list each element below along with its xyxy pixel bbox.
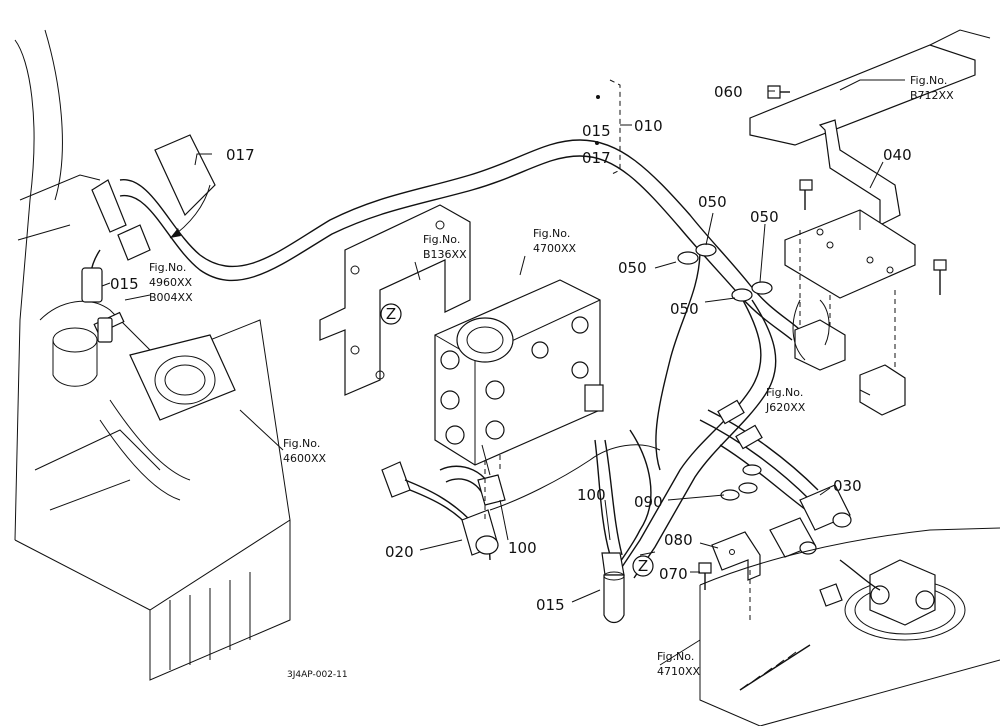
callout-070: 070: [659, 565, 688, 583]
svg-text:4600XX: 4600XX: [283, 452, 327, 465]
callout-050-a: 050: [618, 259, 647, 277]
fuel-tank-unit: [699, 527, 1000, 726]
svg-text:Z: Z: [638, 557, 648, 575]
svg-text:Fig.No.: Fig.No.: [149, 261, 186, 274]
group-label: 010: [634, 117, 663, 135]
callout-090: 090: [634, 493, 663, 511]
callout-060: 060: [714, 83, 743, 101]
svg-text:4700XX: 4700XX: [533, 242, 577, 255]
callout-050-c: 050: [750, 208, 779, 226]
fuel-pump-block: [434, 279, 604, 466]
svg-text:J620XX: J620XX: [765, 401, 806, 414]
lower-hoses: [381, 439, 661, 624]
view-marker-z-1: Z: [380, 303, 402, 325]
callout-100-left: 100: [508, 539, 537, 557]
svg-text:Fig.No.: Fig.No.: [283, 437, 320, 450]
drawing-code: 3J4AP-002-11: [287, 670, 348, 680]
callout-050-d: 050: [670, 300, 699, 318]
svg-text:B004XX: B004XX: [149, 291, 193, 304]
tank-filler-flange: [93, 311, 236, 501]
callout-100-right: 100: [577, 486, 606, 504]
callout-080: 080: [664, 531, 693, 549]
svg-text:Fig.No.: Fig.No.: [766, 386, 803, 399]
bracket-b136: [319, 204, 471, 396]
svg-text:Fig.No.: Fig.No.: [533, 227, 570, 240]
svg-text:Fig.No.: Fig.No.: [910, 74, 947, 87]
callout-020: 020: [385, 543, 414, 561]
group-member-015: 015: [582, 122, 611, 140]
group-dot-017: [595, 141, 599, 145]
fuel-filter-left: [81, 134, 216, 343]
svg-text:B136XX: B136XX: [423, 248, 467, 261]
leader-lines: [101, 79, 905, 666]
hose-clamps-050: [677, 243, 773, 302]
svg-text:4710XX: 4710XX: [657, 665, 701, 678]
callout-015-upper: 015: [110, 275, 139, 293]
upper-right-plate: [749, 29, 991, 380]
fig-ref-j620: Fig.No. J620XX: [765, 386, 806, 414]
callout-030: 030: [833, 477, 862, 495]
fig-ref-b712: Fig.No. B712XX: [910, 74, 954, 102]
view-marker-z-2: Z: [632, 555, 654, 577]
callout-015-lower: 015: [536, 596, 565, 614]
rubber-mounts: [792, 299, 906, 416]
lower-right-assembly: [698, 399, 852, 590]
svg-text:B712XX: B712XX: [910, 89, 954, 102]
svg-text:Fig.No.: Fig.No.: [423, 233, 460, 246]
fig-ref-4710: Fig.No. 4710XX: [657, 650, 701, 678]
callout-040: 040: [883, 146, 912, 164]
svg-text:Fig.No.: Fig.No.: [657, 650, 694, 663]
group-member-017: 017: [582, 149, 611, 167]
fig-ref-4600: Fig.No. 4600XX: [283, 437, 327, 465]
group-dot-015: [596, 95, 600, 99]
fig-ref-b136: Fig.No. B136XX: [423, 233, 467, 261]
callout-050-b: 050: [698, 193, 727, 211]
group-bracket-frame: [609, 79, 621, 176]
fig-ref-4700: Fig.No. 4700XX: [533, 227, 577, 255]
fig-ref-4960: Fig.No. 4960XX B004XX: [149, 261, 193, 304]
callout-017: 017: [226, 146, 255, 164]
svg-text:Z: Z: [386, 305, 396, 323]
svg-text:4960XX: 4960XX: [149, 276, 193, 289]
